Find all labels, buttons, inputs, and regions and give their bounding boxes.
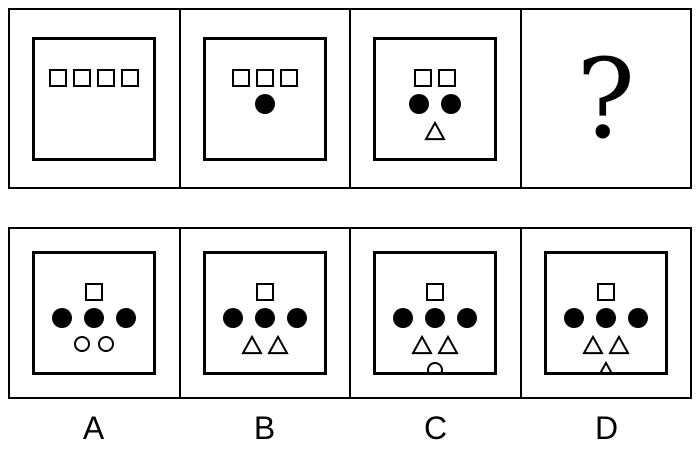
filled-dot-shape xyxy=(563,308,584,328)
figure-box xyxy=(202,251,327,375)
square-shape xyxy=(97,68,116,87)
filled-dot-shape xyxy=(254,93,275,114)
figure-box xyxy=(32,251,157,375)
square-shape xyxy=(121,68,140,87)
triangle-shape xyxy=(608,334,630,355)
figure-canvas xyxy=(49,68,140,87)
hollow-circle-shape xyxy=(98,336,115,352)
option-label-d[interactable]: D xyxy=(594,410,619,446)
hollow-circle-shape xyxy=(427,362,444,372)
triangle-shape xyxy=(241,334,263,355)
figure-canvas xyxy=(393,283,478,372)
hollow-circle-shape xyxy=(74,336,91,352)
filled-dot-shape xyxy=(441,93,462,114)
question-panel-1 xyxy=(10,10,181,187)
square-shape xyxy=(255,283,274,301)
filled-dot-shape xyxy=(84,308,105,328)
option-label-a[interactable]: A xyxy=(82,410,105,446)
option-c[interactable] xyxy=(351,229,522,397)
triangle-shape xyxy=(424,120,446,140)
filled-dot-shape xyxy=(254,308,275,328)
triangle-shape xyxy=(599,360,612,372)
square-shape xyxy=(255,68,274,87)
filled-dot-shape xyxy=(425,308,446,328)
figure-box xyxy=(202,36,327,161)
filled-dot-shape xyxy=(52,308,73,328)
figure-canvas xyxy=(409,68,462,140)
option-a[interactable] xyxy=(10,229,181,397)
figure-canvas xyxy=(52,283,137,352)
filled-dot-shape xyxy=(627,308,648,328)
filled-dot-shape xyxy=(116,308,137,328)
option-labels: A B C D xyxy=(8,410,692,447)
filled-dot-shape xyxy=(595,308,616,328)
figure-canvas xyxy=(231,68,298,114)
square-shape xyxy=(85,283,104,301)
triangle-shape xyxy=(437,334,459,355)
option-b[interactable] xyxy=(181,229,351,397)
question-panel-3 xyxy=(351,10,522,187)
filled-dot-shape xyxy=(393,308,414,328)
square-shape xyxy=(414,68,433,87)
square-shape xyxy=(596,283,615,301)
square-shape xyxy=(438,68,457,87)
question-panel-unknown: ? xyxy=(522,10,691,187)
options-strip xyxy=(8,227,692,399)
figure-canvas xyxy=(222,283,307,355)
question-mark: ? xyxy=(576,34,636,163)
square-shape xyxy=(426,283,445,301)
filled-dot-shape xyxy=(457,308,478,328)
option-label-b[interactable]: B xyxy=(253,410,276,446)
question-strip: ? xyxy=(8,8,692,189)
square-shape xyxy=(279,68,298,87)
square-shape xyxy=(49,68,68,87)
question-panel-2 xyxy=(181,10,351,187)
figure-box xyxy=(373,36,498,161)
triangle-shape xyxy=(582,334,604,355)
figure-box xyxy=(32,36,157,161)
figure-box xyxy=(373,251,498,375)
triangle-shape xyxy=(267,334,289,355)
filled-dot-shape xyxy=(409,93,430,114)
square-shape xyxy=(73,68,92,87)
square-shape xyxy=(231,68,250,87)
option-d[interactable] xyxy=(522,229,691,397)
filled-dot-shape xyxy=(286,308,307,328)
option-label-c[interactable]: C xyxy=(423,410,448,446)
figure-canvas xyxy=(563,283,648,372)
filled-dot-shape xyxy=(222,308,243,328)
triangle-shape xyxy=(411,334,433,355)
figure-box xyxy=(543,251,668,375)
